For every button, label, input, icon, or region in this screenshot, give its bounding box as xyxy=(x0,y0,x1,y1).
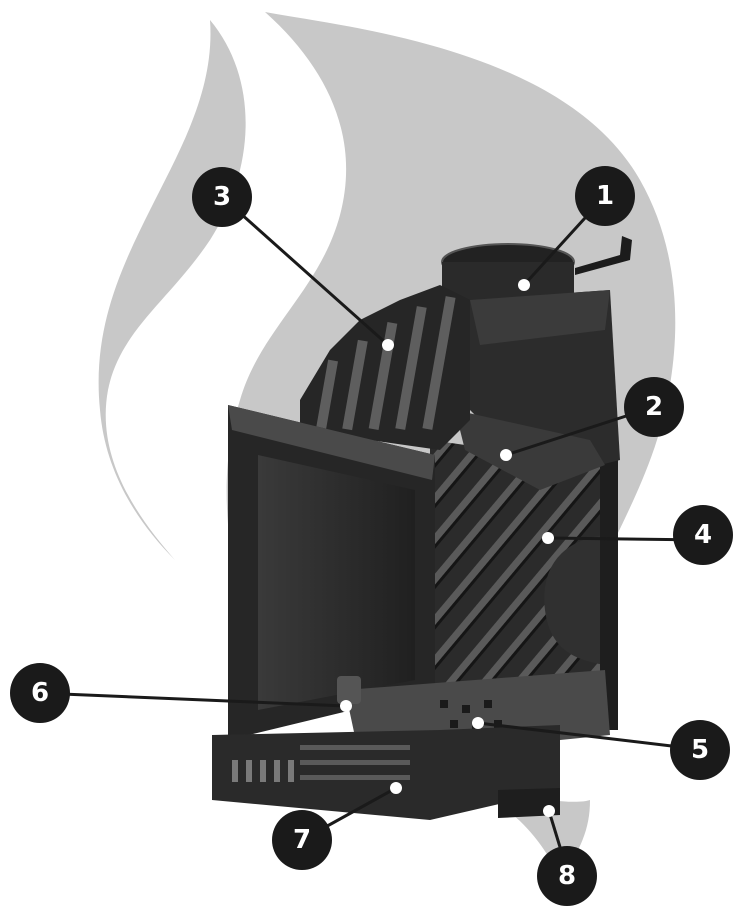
callout-3-label: 3 xyxy=(213,182,231,212)
marker-dot-7 xyxy=(390,782,402,794)
callout-5-label: 5 xyxy=(691,735,709,765)
callout-7-label: 7 xyxy=(293,825,311,855)
marker-dot-8 xyxy=(543,805,555,817)
marker-dot-2 xyxy=(500,449,512,461)
callout-4: 4 xyxy=(673,505,733,565)
marker-dot-3 xyxy=(382,339,394,351)
callout-3: 3 xyxy=(192,167,252,227)
callout-2-label: 2 xyxy=(645,392,663,422)
callout-6: 6 xyxy=(10,663,70,723)
callout-7: 7 xyxy=(272,810,332,870)
callout-5: 5 xyxy=(670,720,730,780)
callout-6-label: 6 xyxy=(31,678,49,708)
callout-4-label: 4 xyxy=(694,520,712,550)
callout-2: 2 xyxy=(624,377,684,437)
callout-8-label: 8 xyxy=(558,861,576,891)
marker-dot-5 xyxy=(472,717,484,729)
flame-left-tongue xyxy=(99,20,246,560)
callout-1: 1 xyxy=(575,166,635,226)
callout-8: 8 xyxy=(537,846,597,906)
glass-window xyxy=(258,455,415,710)
air-control-knob xyxy=(337,676,361,704)
callout-1-label: 1 xyxy=(596,181,614,211)
marker-dot-4 xyxy=(542,532,554,544)
marker-dot-6 xyxy=(340,700,352,712)
marker-dot-1 xyxy=(518,279,530,291)
